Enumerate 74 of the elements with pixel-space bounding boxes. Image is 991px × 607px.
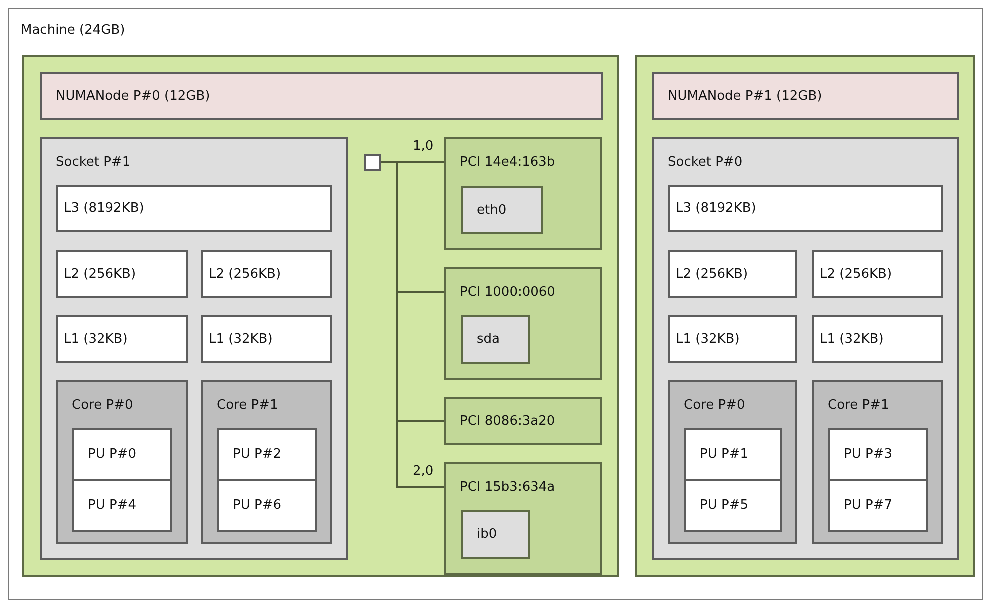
node-label: eth0 [477, 202, 507, 218]
numa-node-box [652, 72, 959, 120]
node-label: L2 (256KB) [64, 266, 136, 282]
node-label: PCI 15b3:634a [460, 480, 556, 495]
node-label: Core P#0 [684, 398, 746, 413]
cache-box [56, 250, 188, 298]
edge-label: 2,0 [412, 465, 435, 479]
cache-box [56, 315, 188, 363]
node-label: L2 (256KB) [820, 266, 892, 282]
os-device-box [461, 315, 530, 364]
pu-box [72, 479, 172, 532]
node-label: PCI 1000:0060 [460, 285, 556, 300]
pu-box [828, 479, 928, 532]
cache-box [201, 250, 332, 298]
node-label: PU P#4 [88, 498, 136, 513]
node-label: PU P#2 [233, 447, 282, 462]
node-label: L1 (32KB) [676, 332, 740, 346]
core-box [56, 380, 188, 544]
node-label: Core P#1 [217, 398, 278, 413]
pci-device-box [444, 267, 602, 380]
cache-box [201, 315, 332, 363]
node-label: PU P#6 [233, 498, 282, 513]
cache-box [812, 250, 943, 298]
node-label: L3 (8192KB) [64, 201, 144, 216]
node-label: NUMANode P#1 (12GB) [668, 88, 822, 104]
node-label: sda [477, 332, 500, 347]
node-label: PU P#0 [88, 447, 136, 462]
machine-box [8, 8, 983, 600]
pu-box [217, 428, 317, 481]
pci-device-box [444, 462, 602, 575]
node-label: ib0 [477, 527, 498, 542]
node-label: L1 (32KB) [209, 332, 273, 346]
node-label: PU P#3 [844, 447, 892, 462]
os-device-box [461, 186, 543, 234]
node-label: Socket P#1 [56, 155, 131, 170]
core-box [812, 380, 943, 544]
socket-box [40, 137, 348, 560]
node-label: Core P#1 [828, 398, 890, 413]
node-label: L2 (256KB) [209, 266, 282, 282]
node-label: NUMANode P#0 (12GB) [56, 88, 210, 104]
node-label: PU P#5 [700, 498, 748, 513]
cache-box [56, 185, 332, 232]
node-label: L1 (32KB) [64, 332, 128, 346]
node-label: L2 (256KB) [676, 266, 748, 282]
numa-node-box [40, 72, 603, 120]
package-panel [22, 55, 619, 577]
package-panel [635, 55, 975, 577]
node-label: L1 (32KB) [820, 332, 884, 346]
node-label: PCI 8086:3a20 [460, 414, 556, 428]
socket-box [652, 137, 959, 560]
pci-device-box [444, 397, 602, 445]
node-label: PU P#7 [844, 498, 892, 513]
pci-device-box [444, 137, 602, 250]
node-label: Socket P#0 [668, 155, 743, 170]
pu-box [684, 479, 782, 532]
os-device-box [461, 510, 530, 559]
core-box [201, 380, 332, 544]
node-label: Machine (24GB) [21, 23, 126, 38]
cache-box [668, 250, 797, 298]
cache-box [668, 185, 943, 232]
pu-box [828, 428, 928, 481]
node-label: PCI 14e4:163b [460, 155, 556, 170]
connector-line [381, 162, 444, 488]
node-label: PU P#1 [700, 447, 748, 462]
cache-box [812, 315, 943, 363]
pu-box [217, 479, 317, 532]
core-box [668, 380, 797, 544]
pu-box [72, 428, 172, 481]
cache-box [668, 315, 797, 363]
node-label: L3 (8192KB) [676, 201, 756, 216]
pu-box [684, 428, 782, 481]
host-bridge-square [364, 154, 381, 171]
edge-label: 1,0 [412, 140, 435, 154]
node-label: Core P#0 [72, 398, 134, 413]
